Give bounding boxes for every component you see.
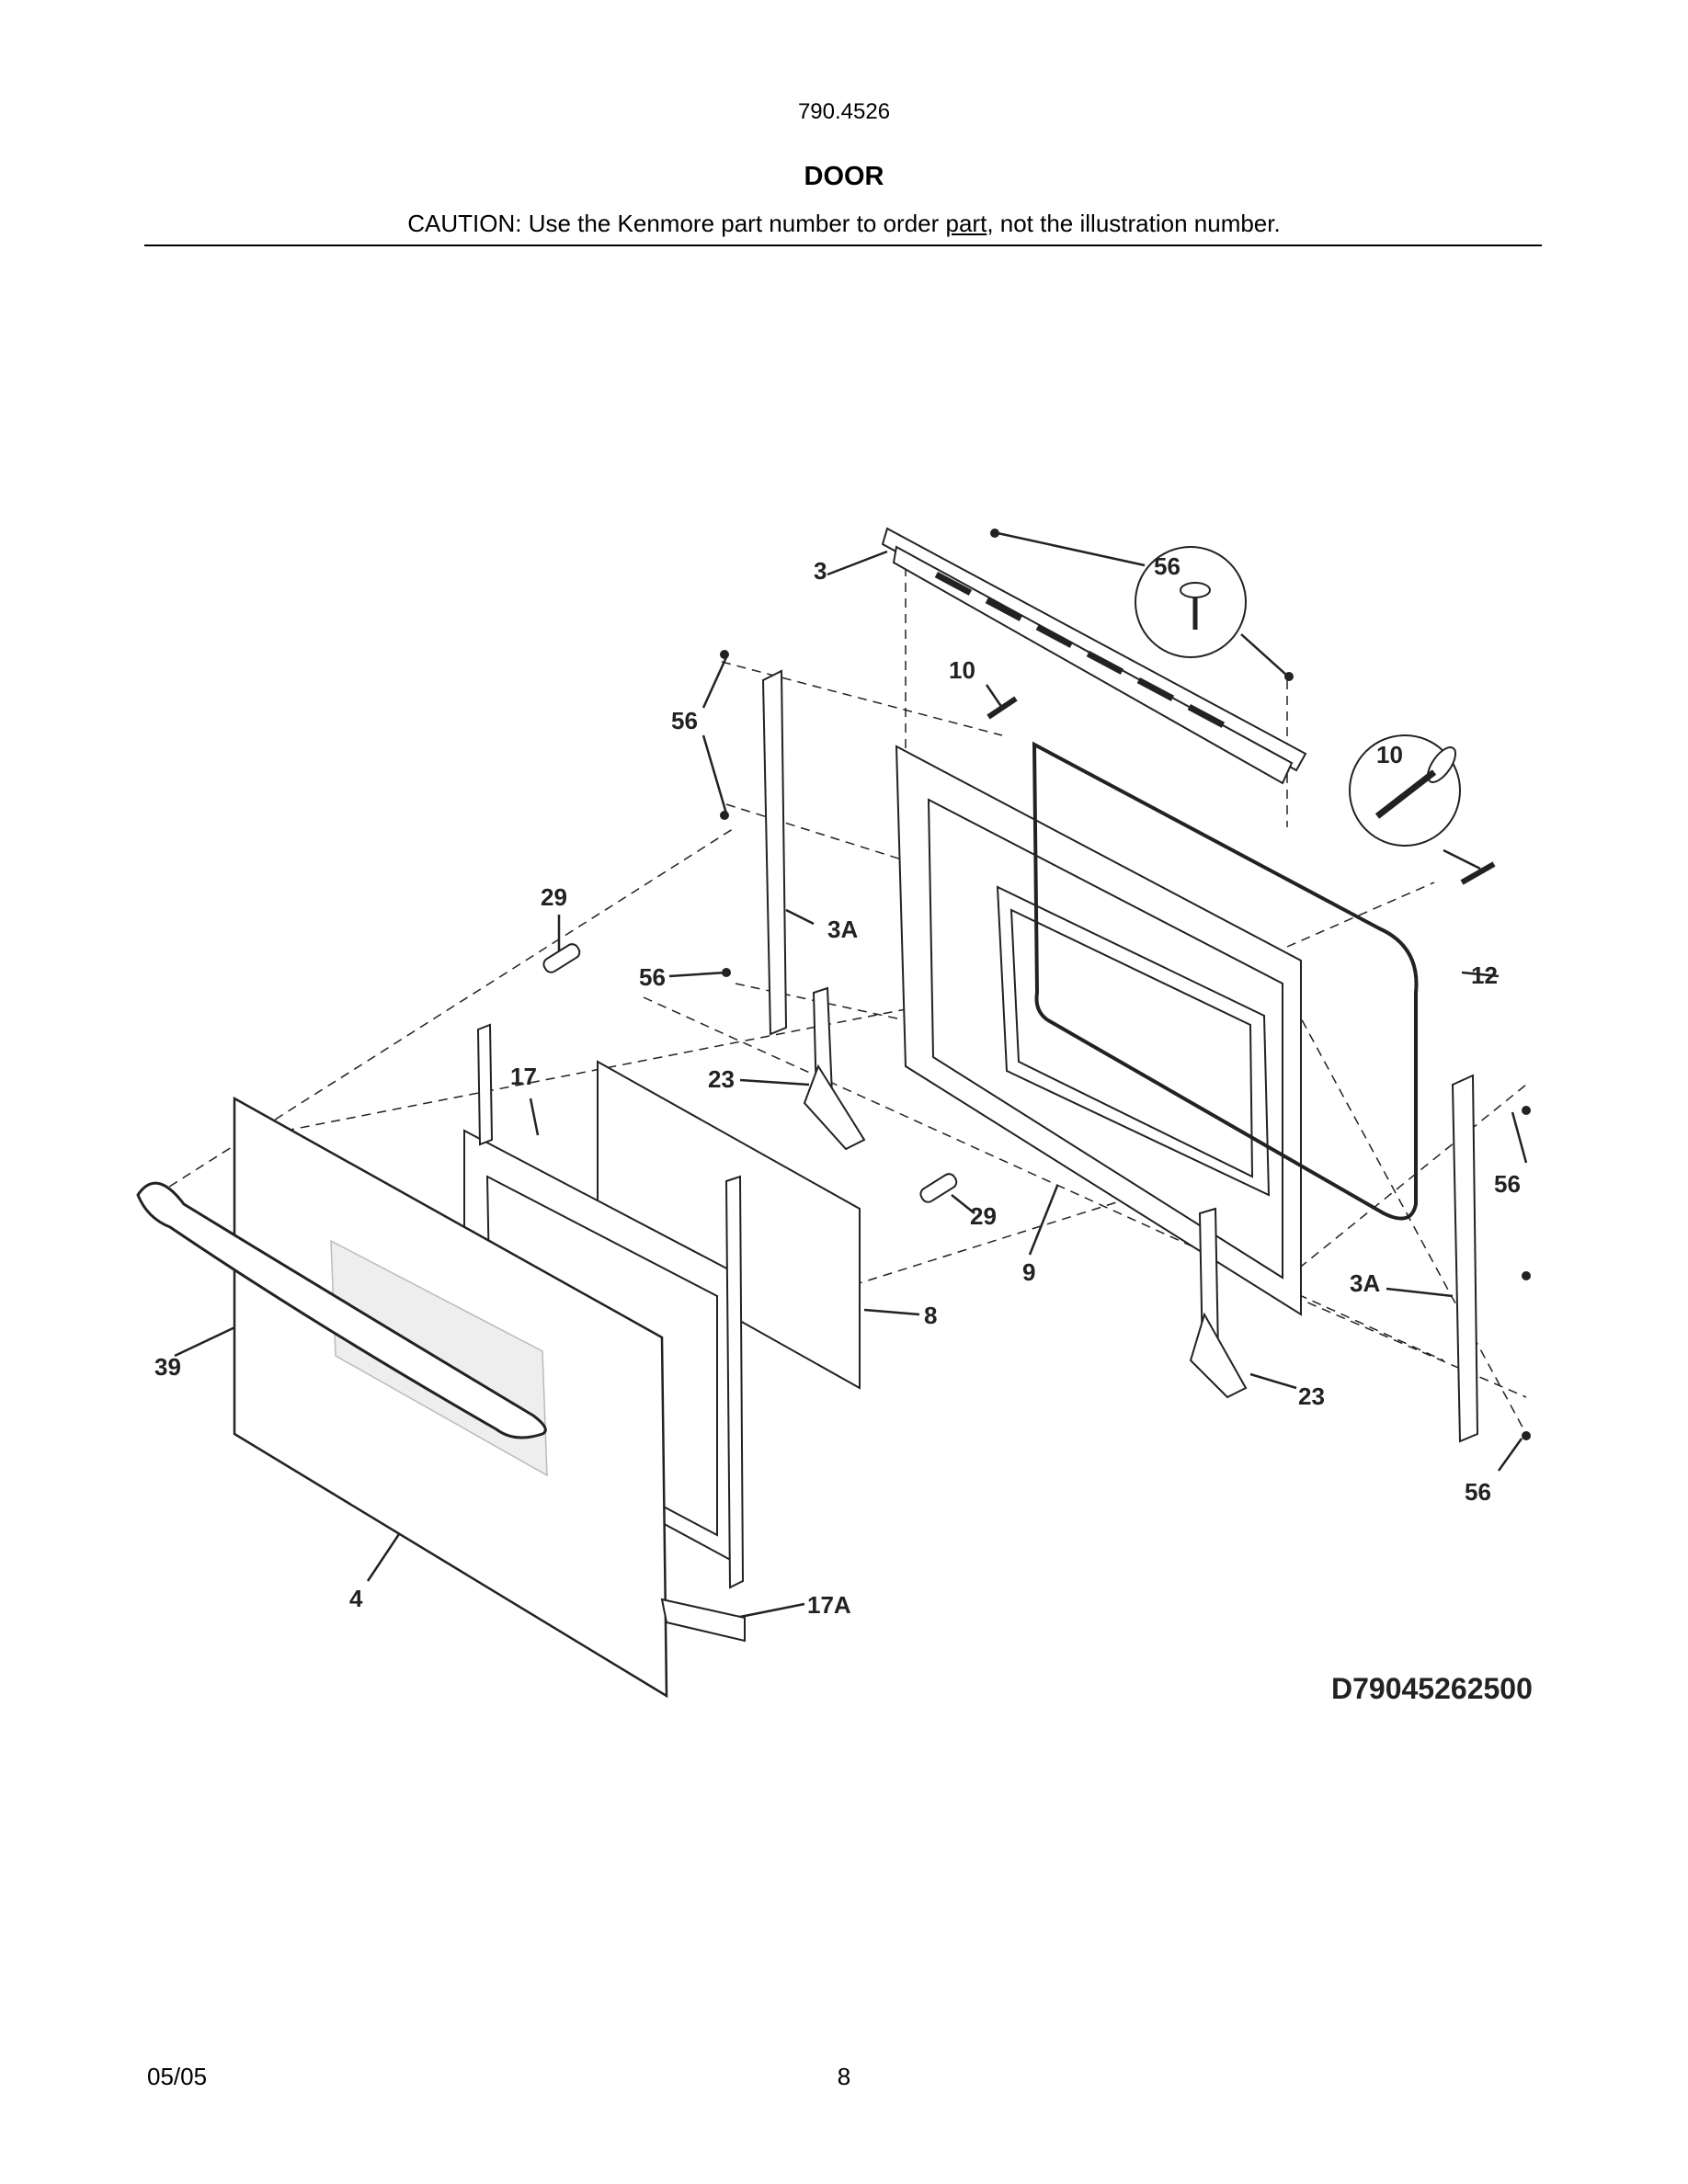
- callout-56-upper: 56: [671, 707, 698, 734]
- part-10-bolt-right: [1460, 861, 1496, 885]
- screws: [720, 529, 1531, 1440]
- caution-suffix: , not the illustration number.: [987, 210, 1281, 237]
- callout-23-lower: 23: [1298, 1382, 1325, 1410]
- part-23-hinge-upper: [803, 986, 866, 1151]
- callout-56-mid: 56: [639, 963, 666, 991]
- callout-3A-left: 3A: [827, 916, 858, 943]
- callout-3A-right: 3A: [1350, 1269, 1380, 1297]
- part-3A-right-channel: [1451, 1074, 1479, 1443]
- page-number: 8: [837, 2063, 851, 2090]
- part-29-spacer-left: [542, 943, 581, 973]
- callout-56-bottom: 56: [1465, 1478, 1491, 1506]
- caution-underlined-word: part: [945, 210, 987, 237]
- part-12-gasket: [1032, 741, 1419, 1221]
- detail-circle-screw: [1135, 546, 1247, 658]
- callout-23-upper: 23: [708, 1065, 735, 1093]
- callout-29-right: 29: [970, 1202, 997, 1230]
- callout-12: 12: [1471, 961, 1498, 989]
- part-3A-left-channel: [761, 669, 788, 1036]
- callout-8: 8: [924, 1302, 937, 1329]
- callout-56-top: 56: [1154, 552, 1180, 580]
- part-23-hinge-lower: [1189, 1207, 1248, 1399]
- diagram-code: D79045262500: [1331, 1672, 1533, 1705]
- callout-29-left: 29: [541, 883, 567, 911]
- footer-date: 05/05: [147, 2063, 208, 2090]
- callout-56-right: 56: [1494, 1170, 1521, 1198]
- header-rule: [144, 245, 1542, 246]
- caution-note: CAUTION: Use the Kenmore part number to …: [0, 210, 1688, 238]
- part-10-bolt: [987, 696, 1018, 720]
- bolt-detail-icon: [1374, 746, 1457, 819]
- callout-10-detail: 10: [1376, 741, 1403, 768]
- callout-17: 17: [510, 1063, 537, 1090]
- part-3-vent-bracket: [881, 527, 1307, 785]
- section-title: DOOR: [804, 162, 884, 191]
- callout-3: 3: [814, 557, 827, 585]
- part-29-spacer-right: [919, 1173, 958, 1203]
- part-39-handle: [136, 1181, 547, 1439]
- model-number: 790.4526: [797, 99, 891, 124]
- callout-39: 39: [154, 1353, 181, 1381]
- callout-17A: 17A: [807, 1591, 851, 1619]
- screw-detail-icon: [1180, 582, 1211, 630]
- callout-labels: 3 56 10 56 10 29 3A 56 12 17 23 56 29 9 …: [154, 552, 1533, 1705]
- callout-4: 4: [349, 1585, 363, 1612]
- callout-10: 10: [949, 656, 975, 684]
- caution-prefix: CAUTION: Use the Kenmore part number to …: [407, 210, 946, 237]
- callout-9: 9: [1022, 1258, 1035, 1286]
